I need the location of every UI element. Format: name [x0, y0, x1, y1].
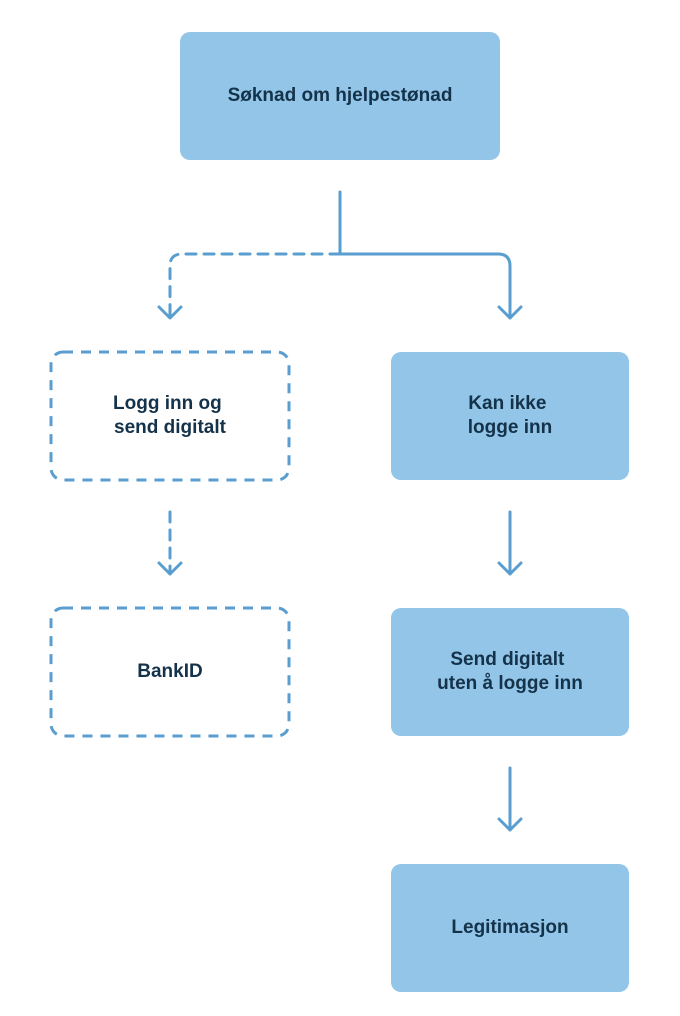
connector-root-to-login-digital: [168, 252, 342, 320]
node-root-box: [180, 32, 500, 160]
node-login-digital-label: Logg inn og send digitalt: [113, 393, 227, 438]
node-cannot-login-label: Kan ikke logge inn: [468, 393, 552, 438]
node-bankid-label: BankID: [137, 661, 202, 682]
node-cannot-login-box: [391, 352, 629, 480]
node-identification-label: Legitimasjon: [451, 917, 568, 938]
arrowhead-login-digital: [157, 305, 183, 320]
node-send-without-login-box: [391, 608, 629, 736]
arrowhead-cannot-login: [497, 305, 523, 320]
node-cannot-login: Kan ikke logge inn: [391, 352, 629, 480]
arrowhead-identification: [497, 817, 523, 832]
node-bankid: BankID: [49, 606, 291, 738]
arrowhead-bankid: [157, 561, 183, 576]
node-login-digital-box: [49, 350, 291, 482]
connector-root-to-cannot-login: [338, 252, 512, 320]
node-root-label: Søknad om hjelpestønad: [228, 85, 453, 106]
node-send-without-login: Send digitalt uten å logge inn: [391, 608, 629, 736]
node-identification-box: [391, 864, 629, 992]
node-bankid-box: [49, 606, 291, 738]
node-send-without-login-label: Send digitalt uten å logge inn: [437, 649, 583, 694]
node-root: Søknad om hjelpestønad: [180, 32, 500, 160]
arrowhead-send-without-login: [497, 561, 523, 576]
node-login-digital: Logg inn og send digitalt: [49, 350, 291, 482]
node-identification: Legitimasjon: [391, 864, 629, 992]
